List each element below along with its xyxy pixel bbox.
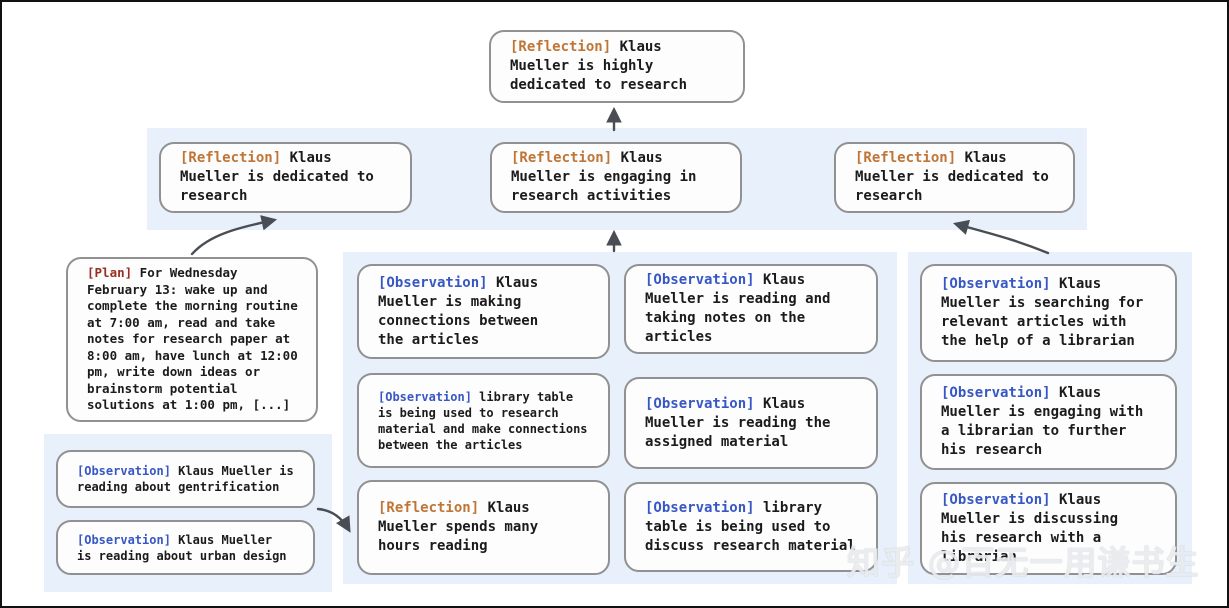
node-text: Klaus Mueller spends many hours reading <box>378 500 539 554</box>
node-observation-connections: [Observation] Klaus Mueller is making co… <box>357 264 610 359</box>
node-observation-library-table-discuss: [Observation] library table is being use… <box>624 482 878 572</box>
node-observation-urban-design: [Observation] Klaus Mueller is reading a… <box>56 520 315 575</box>
node-text: library table is being used to research … <box>378 389 588 452</box>
node-observation-library-table-research: [Observation] library table is being use… <box>357 373 610 468</box>
observation-tag: [Observation] <box>645 272 755 288</box>
node-text: For Wednesday February 13: wake up and c… <box>87 265 298 413</box>
observation-tag: [Observation] <box>645 395 755 412</box>
node-text: Klaus Mueller is reading about urban des… <box>77 532 287 563</box>
node-text: Klaus Mueller is reading about gentrific… <box>77 464 294 494</box>
reflection-tag: [Reflection] <box>510 39 612 55</box>
observation-tag: [Observation] <box>378 389 472 404</box>
node-text: Klaus Mueller is reading and taking note… <box>645 272 831 345</box>
node-text: Klaus Mueller is engaging with a librari… <box>941 385 1144 458</box>
plan-tag: [Plan] <box>87 265 133 281</box>
observation-tag: [Observation] <box>378 274 488 291</box>
node-observation-discussing-research: [Observation] Klaus Mueller is discussin… <box>920 482 1177 575</box>
reflection-tag: [Reflection] <box>378 500 480 516</box>
node-observation-searching-articles: [Observation] Klaus Mueller is searching… <box>920 264 1177 362</box>
observation-tag: [Observation] <box>77 464 171 478</box>
node-text: Klaus Mueller is engaging in research ac… <box>511 150 697 204</box>
node-reflection-left: [Reflection] Klaus Mueller is dedicated … <box>159 142 412 213</box>
node-observation-assigned-material: [Observation] Klaus Mueller is reading t… <box>624 377 878 469</box>
node-reflection-right: [Reflection] Klaus Mueller is dedicated … <box>834 142 1075 213</box>
reflection-tag: [Reflection] <box>855 150 957 166</box>
node-text: Klaus Mueller is discussing his research… <box>941 491 1119 565</box>
node-observation-engaging-librarian: [Observation] Klaus Mueller is engaging … <box>920 374 1177 470</box>
node-text: Klaus Mueller is dedicated to research <box>180 150 374 204</box>
node-root-reflection: [Reflection] Klaus Mueller is highly ded… <box>489 30 745 103</box>
node-text: Klaus Mueller is searching for relevant … <box>941 276 1144 349</box>
observation-tag: [Observation] <box>77 532 171 547</box>
node-text: Klaus Mueller is highly dedicated to res… <box>510 39 688 93</box>
observation-tag: [Observation] <box>941 385 1051 401</box>
reflection-tag: [Reflection] <box>511 150 613 166</box>
node-text: library table is being used to discuss r… <box>645 499 856 554</box>
reflection-tag: [Reflection] <box>180 150 282 166</box>
observation-tag: [Observation] <box>645 499 755 516</box>
node-text: Klaus Mueller is dedicated to research <box>855 150 1049 204</box>
node-observation-taking-notes: [Observation] Klaus Mueller is reading a… <box>624 264 878 354</box>
observation-tag: [Observation] <box>941 276 1051 292</box>
node-observation-gentrification: [Observation] Klaus Mueller is reading a… <box>56 450 315 508</box>
node-reflection-hours-reading: [Reflection] Klaus Mueller spends many h… <box>357 480 610 575</box>
watermark: 知乎 @百无一用谦书生 <box>847 543 1200 582</box>
node-reflection-middle: [Reflection] Klaus Mueller is engaging i… <box>490 142 742 213</box>
node-plan: [Plan] For Wednesday February 13: wake u… <box>66 257 318 422</box>
observation-tag: [Observation] <box>941 491 1051 508</box>
node-text: Klaus Mueller is making connections betw… <box>378 274 539 348</box>
node-text: Klaus Mueller is reading the assigned ma… <box>645 395 831 450</box>
